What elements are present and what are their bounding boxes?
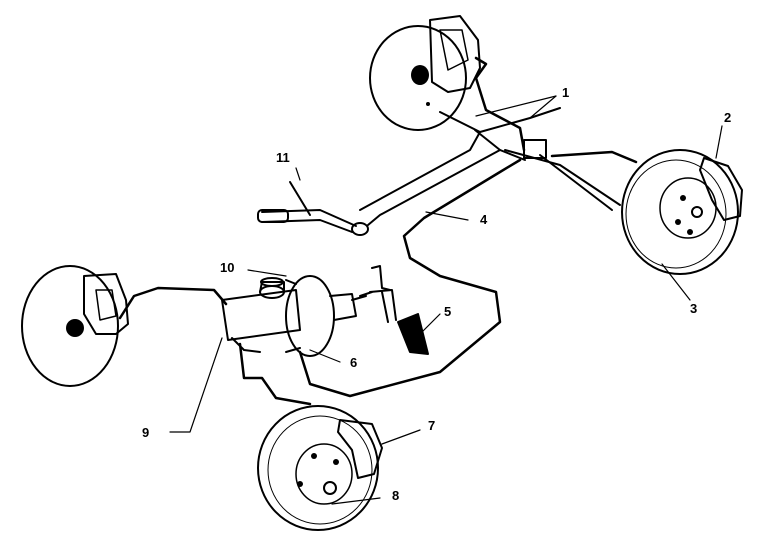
callout-7: 7: [428, 418, 435, 433]
callout-10: 10: [220, 260, 234, 275]
leader-lines: [169, 95, 723, 505]
callout-9: 9: [142, 425, 149, 440]
master-cylinder: [221, 277, 301, 353]
callout-2: 2: [724, 110, 731, 125]
callout-3: 3: [690, 301, 697, 316]
front-right-brake-disc: [257, 405, 383, 531]
brake-lines: [118, 56, 638, 406]
brake-booster: [285, 275, 367, 357]
callout-labels: 1 2 3 4 5 6 7 8 9 10 11: [142, 85, 731, 503]
callout-5: 5: [444, 304, 451, 319]
callout-1: 1: [562, 85, 569, 100]
callout-6: 6: [350, 355, 357, 370]
rear-right-brake-disc: [621, 149, 743, 275]
callout-4: 4: [480, 212, 488, 227]
callout-8: 8: [392, 488, 399, 503]
rear-left-brake-disc: [369, 15, 481, 131]
front-left-brake-disc: [21, 265, 129, 387]
brake-pedal: [359, 265, 429, 355]
callout-11: 11: [276, 150, 290, 165]
handbrake-lever: [257, 181, 369, 236]
